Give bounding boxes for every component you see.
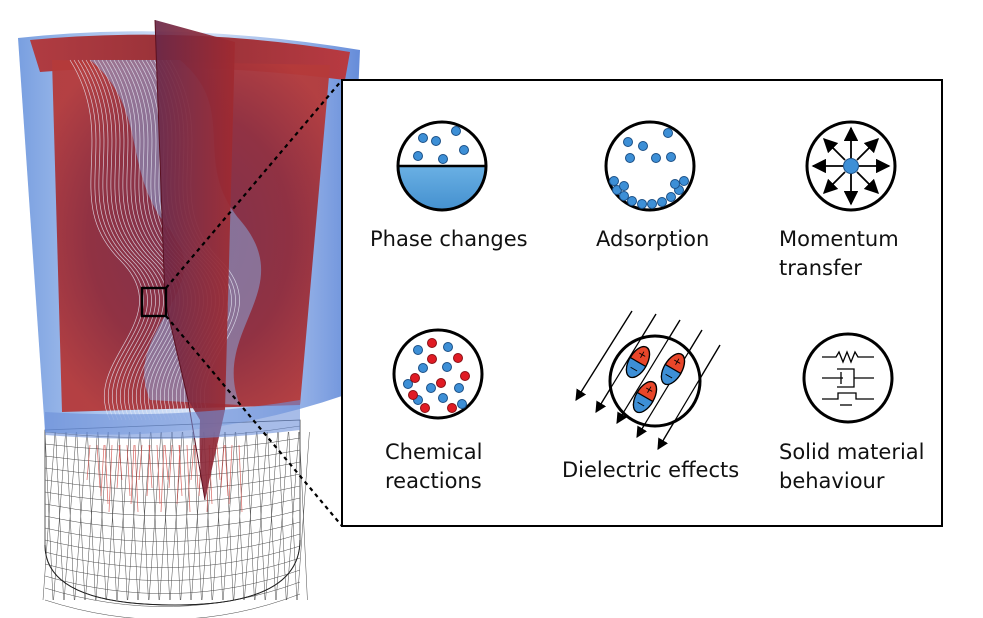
dipole-2: + − [660,352,686,386]
label-line: Adsorption [596,227,710,251]
zoom-line-bottom [165,315,343,527]
zoom-box [140,286,168,318]
label-adsorption: Adsorption [596,225,709,254]
dielectric-effects-icon: + − + − + − [575,310,721,450]
label-line: behaviour [779,469,885,493]
mesh-bottom [42,419,310,618]
label-line: reactions [385,469,482,493]
label-line: Momentum [779,227,899,251]
label-line: Phase changes [370,227,528,251]
label-momentum-transfer: Momentum transfer [779,225,899,283]
chemical-reactions-icon [392,328,484,420]
label-solid-material-behaviour: Solid material behaviour [779,438,925,496]
slice-front-edge [154,19,206,501]
cylinder-base-band [45,400,300,439]
slice-front [155,20,235,500]
label-line: transfer [779,256,862,280]
reactor-simulation-image [18,19,360,618]
dipole-1: + − [625,345,651,379]
momentum-transfer-icon [805,120,897,212]
adsorption-icon [604,120,696,212]
solid-material-behaviour-icon [802,332,894,424]
zoom-line-top [165,79,343,289]
dipole-3: + − [632,380,658,414]
label-dielectric-effects: Dielectric effects [562,456,739,485]
label-line: Chemical [385,440,483,464]
label-phase-changes: Phase changes [370,225,528,254]
label-chemical-reactions: Chemical reactions [385,438,482,496]
label-line: Solid material [779,440,925,464]
label-line: Dielectric effects [562,458,740,482]
